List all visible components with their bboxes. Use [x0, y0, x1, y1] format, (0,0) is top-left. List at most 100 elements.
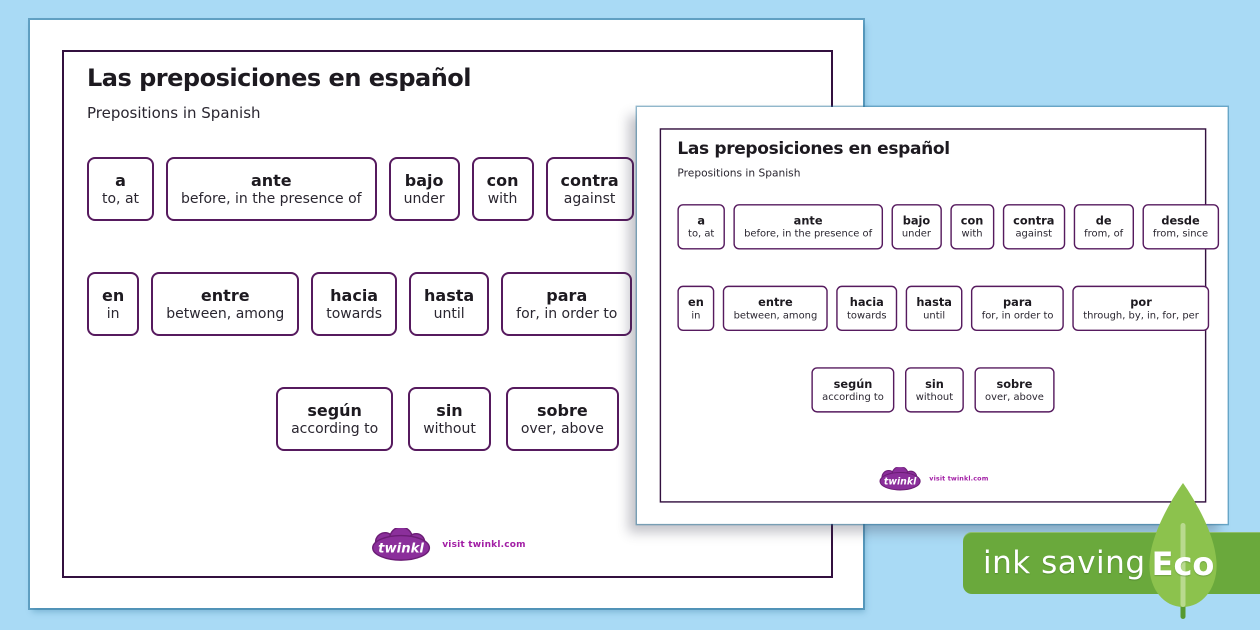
- preposition-english: to, at: [102, 190, 140, 207]
- visit-twinkl-text: visit twinkl.com: [442, 540, 526, 550]
- preposition-spanish: contra: [560, 170, 619, 190]
- preposition-english: for, in order to: [516, 305, 618, 322]
- preposition-english: between, among: [166, 305, 285, 322]
- preposition-spanish: entre: [200, 285, 250, 305]
- twinkl-logo: twinkl visit twinkl.com: [64, 528, 831, 562]
- preposition-spanish: para: [1003, 295, 1033, 309]
- preposition-english: according to: [291, 420, 379, 437]
- preposition-spanish: hasta: [424, 285, 475, 305]
- preposition-spanish: a: [697, 213, 705, 228]
- preposition-english: without: [915, 391, 954, 403]
- preposition-english: over, above: [984, 391, 1044, 403]
- poster-frame: Las preposiciones en español Preposition…: [62, 50, 851, 578]
- poster-subtitle: Prepositions in Spanish: [677, 166, 801, 180]
- preposition-spanish: por: [1130, 295, 1152, 309]
- preposition-spanish: entre: [758, 295, 793, 309]
- preposition-spanish: bajo: [902, 213, 931, 228]
- preposition-english: over, above: [520, 420, 604, 437]
- preposition-english: towards: [326, 305, 383, 322]
- preposition-spanish: sin: [925, 376, 944, 391]
- preposition-english: against: [563, 190, 616, 207]
- preposition-english: against: [1015, 227, 1053, 240]
- preposition-english: with: [961, 227, 983, 240]
- preposition-english: under: [901, 227, 931, 240]
- preposition-spanish: en: [102, 285, 125, 305]
- preposition-spanish: bajo: [404, 170, 444, 190]
- preposition-english: in: [106, 305, 120, 322]
- preposition-english: in: [691, 309, 701, 321]
- preposition-spanish: sobre: [537, 400, 588, 420]
- svg-text:twinkl: twinkl: [378, 542, 424, 557]
- preposition-english: towards: [847, 309, 887, 321]
- twinkl-cloud-icon: twinkl: [879, 467, 921, 491]
- preposition-spanish: ante: [250, 170, 292, 190]
- preposition-spanish: desde: [1161, 213, 1200, 228]
- preposition-spanish: con: [960, 213, 984, 228]
- preposition-spanish: a: [115, 170, 126, 190]
- preposition-english: for, in order to: [981, 309, 1054, 321]
- poster-frame: Las preposiciones en español Preposition…: [659, 128, 1219, 503]
- preposition-english: from, since: [1152, 227, 1209, 240]
- poster-subtitle: Prepositions in Spanish: [87, 104, 261, 122]
- preposition-english: under: [403, 190, 445, 207]
- preposition-spanish: en: [688, 295, 704, 309]
- preposition-english: from, of: [1084, 227, 1124, 240]
- twinkl-logo: twinkl visit twinkl.com: [661, 467, 1205, 491]
- preposition-english: before, in the presence of: [181, 190, 362, 207]
- preposition-english: to, at: [688, 227, 715, 240]
- eco-leaf-icon: [1149, 483, 1217, 619]
- preposition-spanish: hasta: [916, 295, 952, 309]
- visit-twinkl-text: visit twinkl.com: [929, 475, 989, 483]
- preposition-spanish: para: [546, 285, 588, 305]
- ink-saving-label: ink saving: [983, 545, 1146, 581]
- preposition-english: before, in the presence of: [744, 227, 873, 240]
- twinkl-cloud-icon: twinkl: [372, 528, 431, 561]
- preposition-english: with: [487, 190, 518, 207]
- poster-sheet-front: Las preposiciones en español Preposition…: [637, 107, 1228, 524]
- poster-title: Las preposiciones en español: [87, 64, 472, 92]
- preposition-english: until: [433, 305, 465, 322]
- svg-text:twinkl: twinkl: [884, 477, 917, 488]
- preposition-english: according to: [822, 391, 884, 403]
- preposition-spanish: sobre: [996, 376, 1033, 391]
- poster-title: Las preposiciones en español: [677, 138, 950, 159]
- preposition-spanish: hacia: [330, 285, 379, 305]
- preposition-spanish: de: [1095, 213, 1112, 228]
- preposition-english: without: [423, 420, 476, 437]
- preposition-spanish: ante: [793, 213, 823, 228]
- preposition-spanish: sin: [436, 400, 463, 420]
- preposition-english: between, among: [733, 309, 818, 321]
- preposition-spanish: contra: [1013, 213, 1055, 228]
